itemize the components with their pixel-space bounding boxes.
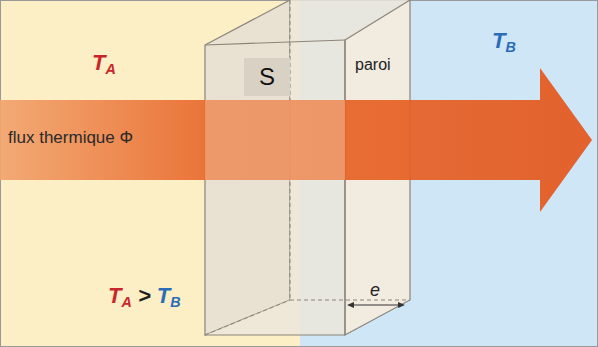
arrow-head	[347, 302, 354, 308]
flux-in-wall	[205, 100, 345, 180]
temperature-relation: TA > TB	[108, 283, 181, 310]
flux-arrow	[0, 68, 592, 212]
wall-label: paroi	[355, 56, 391, 74]
hidden-edge	[205, 300, 290, 335]
thickness-arrow	[349, 305, 402, 306]
surface-box: S	[244, 58, 290, 96]
temperature-cold: TB	[492, 28, 516, 55]
wall-edge	[344, 40, 345, 335]
temperature-hot: TA	[92, 50, 116, 77]
hidden-edge	[290, 300, 410, 301]
arrow-head	[398, 302, 405, 308]
surface-label: S	[259, 63, 275, 91]
flux-label: flux thermique Φ	[8, 128, 133, 148]
wall-edge	[205, 334, 345, 335]
wall-edge	[205, 40, 345, 45]
thickness-label: e	[370, 280, 380, 301]
